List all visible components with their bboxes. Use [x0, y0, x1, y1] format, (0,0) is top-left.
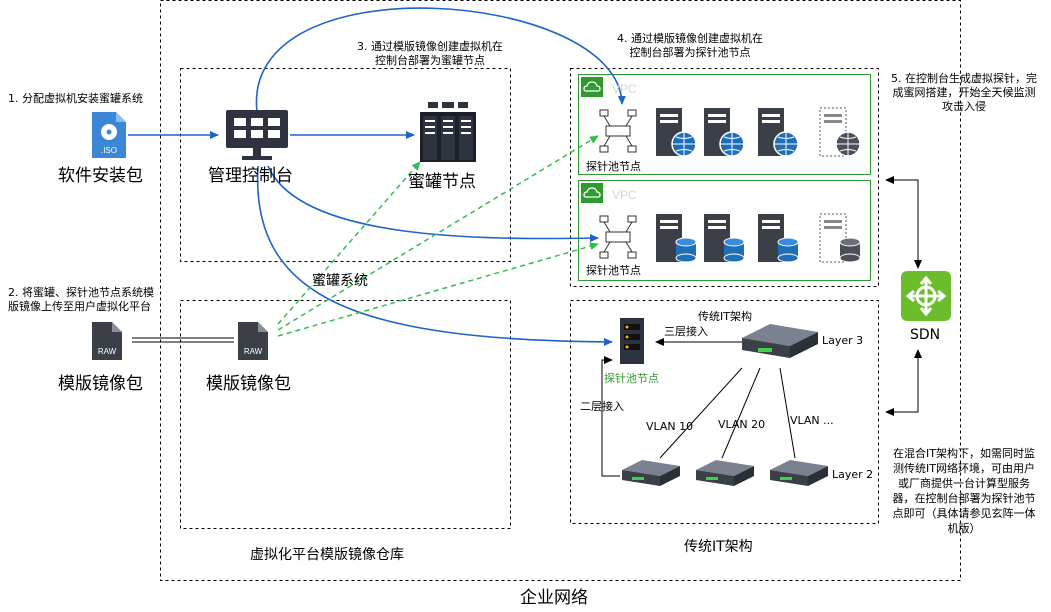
step-3-label-line2: 控制台部署为蜜罐节点: [375, 54, 485, 67]
db-server-icon-1: [656, 214, 697, 263]
sdn-label: SDN: [910, 327, 941, 343]
traditional-it-inner-label: 传统IT架构: [698, 310, 752, 323]
svg-text:.ISO: .ISO: [101, 146, 117, 155]
honeypot-node-label: 蜜罐节点: [408, 172, 476, 192]
layer2-access-label: 二层接入: [580, 400, 624, 413]
vlan10-link: [659, 367, 743, 459]
probe-pool-label-3: 探针池节点: [604, 372, 659, 385]
probe-pool-switch-icon-2: [599, 215, 637, 259]
traditional-it-label: 传统IT架构: [684, 539, 753, 555]
hybrid-note-line3: 或厂商提供一台计算型服务: [898, 477, 1030, 490]
hybrid-note-line2: 测传统IT网络环境，可由用户: [893, 462, 1035, 475]
hybrid-note-line5: 点即可（具体请参见玄阵一体: [892, 507, 1036, 520]
layer2-label: Layer 2: [832, 468, 874, 481]
vpc-cloud-icon-2: [581, 183, 603, 203]
step-1-label: 1. 分配虚拟机安装蜜罐系统: [8, 92, 143, 105]
vpc-cloud-icon-1: [581, 77, 603, 97]
green-arrow-to-probe-pool-1: [277, 135, 599, 331]
template-package-inner-label: 模版镜像包: [206, 374, 291, 394]
hybrid-note-line1: 在混合IT架构下，如需同时监: [893, 447, 1035, 460]
vpc-label-1: VPC: [612, 82, 637, 96]
raw-file-icon-left: RAW: [92, 322, 122, 360]
repo-label: 虚拟化平台模版镜像仓库: [250, 547, 404, 563]
step-5-label-line3: 攻击入侵: [942, 100, 986, 113]
hybrid-note-line6: 机版）: [947, 522, 981, 535]
honeypot-server-icon: [420, 102, 476, 162]
layer3-label: Layer 3: [822, 334, 864, 347]
iso-file-icon: .ISO: [92, 112, 126, 158]
layer2-switch-icon-1: [622, 460, 680, 486]
vpc-label-2: VPC: [612, 188, 637, 202]
step-3-label-line1: 3. 通过模版镜像创建虚拟机在: [357, 40, 503, 53]
svg-text:RAW: RAW: [244, 347, 263, 356]
layer2-to-probe-link: [601, 356, 620, 477]
green-arrow-to-probe-pool-2: [277, 242, 599, 337]
cloud-region-boundary: [570, 68, 879, 287]
honeypot-system-label: 蜜罐系统: [312, 273, 368, 289]
vlan20-label: VLAN 20: [718, 418, 766, 431]
probe-pool-label-2: 探针池节点: [586, 264, 641, 277]
sdn-arrow-to-cloud: [885, 176, 922, 269]
layer2-switch-icon-3: [770, 460, 828, 486]
vpc-box-2: [578, 180, 871, 281]
arrow-console-to-probe-pool-2: [267, 165, 599, 243]
vlan-more-link: [779, 367, 796, 459]
probe-pool-label-1: 探针池节点: [586, 160, 641, 173]
db-server-icon-3: [758, 214, 799, 263]
template-package-left-label: 模版镜像包: [58, 374, 143, 394]
vlan10-label: VLAN 10: [646, 420, 694, 433]
layer2-switch-icon-2: [696, 460, 754, 486]
vpc-box-1: [578, 74, 871, 175]
step-4-label-line1: 4. 通过模版镜像创建虚拟机在: [617, 32, 763, 45]
step-5-label-line1: 5. 在控制台生成虚拟探针，完: [891, 72, 1037, 85]
layer3-access-label: 三层接入: [664, 325, 708, 338]
vlan20-link: [721, 367, 761, 459]
web-server-virtual-icon: [819, 107, 861, 157]
enterprise-network-boundary: [160, 0, 961, 581]
green-arrow-to-honeypot: [277, 161, 421, 325]
traditional-it-boundary: [570, 300, 879, 524]
template-repo-boundary: [180, 300, 511, 529]
sdn-arrow-to-traditional: [885, 349, 922, 416]
traditional-probe-server-icon: [620, 318, 644, 364]
web-server-icon-1: [656, 108, 697, 157]
step-2-label-line1: 2. 将蜜罐、探针池节点系统模: [8, 286, 154, 299]
arrow-console-to-traditional-probe: [256, 165, 613, 346]
step-2-label-line2: 版镜像上传至用户虚拟化平台: [8, 300, 151, 313]
web-server-icon-2: [704, 108, 745, 157]
enterprise-network-label: 企业网络: [520, 588, 588, 608]
db-server-icon-2: [704, 214, 745, 263]
console-label: 管理控制台: [208, 166, 293, 186]
arrow-console-to-probe-pool-1: [255, 7, 626, 113]
svg-text:RAW: RAW: [98, 347, 117, 356]
step-5-label-line2: 成蜜网搭建，开始全天候监测: [892, 86, 1036, 99]
honeypot-system-boundary: [180, 68, 511, 262]
sdn-icon: [901, 271, 951, 321]
probe-pool-switch-icon-1: [599, 109, 637, 153]
vlan-more-label: VLAN ...: [790, 414, 834, 427]
software-package-label: 软件安装包: [58, 166, 143, 186]
db-server-virtual-icon: [819, 213, 861, 263]
raw-file-icon-inner: RAW: [238, 322, 268, 360]
step-4-label-line2: 控制台部署为探针池节点: [629, 46, 751, 59]
hybrid-note-line4: 器，在控制台部署为探针池节: [892, 492, 1036, 505]
layer3-switch-icon: [742, 324, 818, 358]
web-server-icon-3: [758, 108, 799, 157]
console-monitor-icon: [226, 110, 288, 160]
